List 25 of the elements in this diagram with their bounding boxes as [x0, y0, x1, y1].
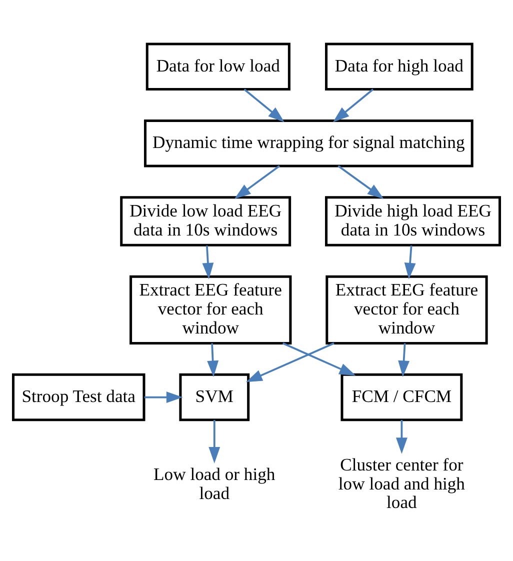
arrow [144, 391, 183, 403]
arrow [396, 419, 408, 454]
arrow [404, 245, 416, 279]
arrow [246, 342, 334, 382]
node-box: Extract EEG feature vector for each window [326, 274, 488, 344]
node-box: Dynamic time wrapping for signal matching [144, 118, 474, 167]
arrow [207, 342, 219, 377]
node-text: Low load or high load [154, 463, 276, 502]
node-text: Cluster center for low load and high load [338, 454, 465, 512]
node-box: Data for low load [146, 42, 290, 90]
arrow [202, 245, 214, 279]
arrow [332, 88, 374, 122]
node-box: Data for high load [325, 42, 474, 90]
node-box: Divide low load EEG data in 10s windows [120, 196, 292, 246]
node-box: SVM [179, 372, 250, 421]
node-box: FCM / CFCM [340, 372, 463, 421]
node-box: Stroop Test data [12, 372, 146, 421]
arrow [244, 88, 284, 122]
node-box: Extract EEG feature vector for each window [130, 274, 292, 344]
node-box: Divide high load EEG data in 10s windows [325, 196, 502, 246]
arrow [234, 164, 280, 198]
arrow [208, 419, 220, 463]
arrow [338, 164, 384, 198]
arrow [282, 342, 356, 376]
arrow [398, 342, 410, 377]
